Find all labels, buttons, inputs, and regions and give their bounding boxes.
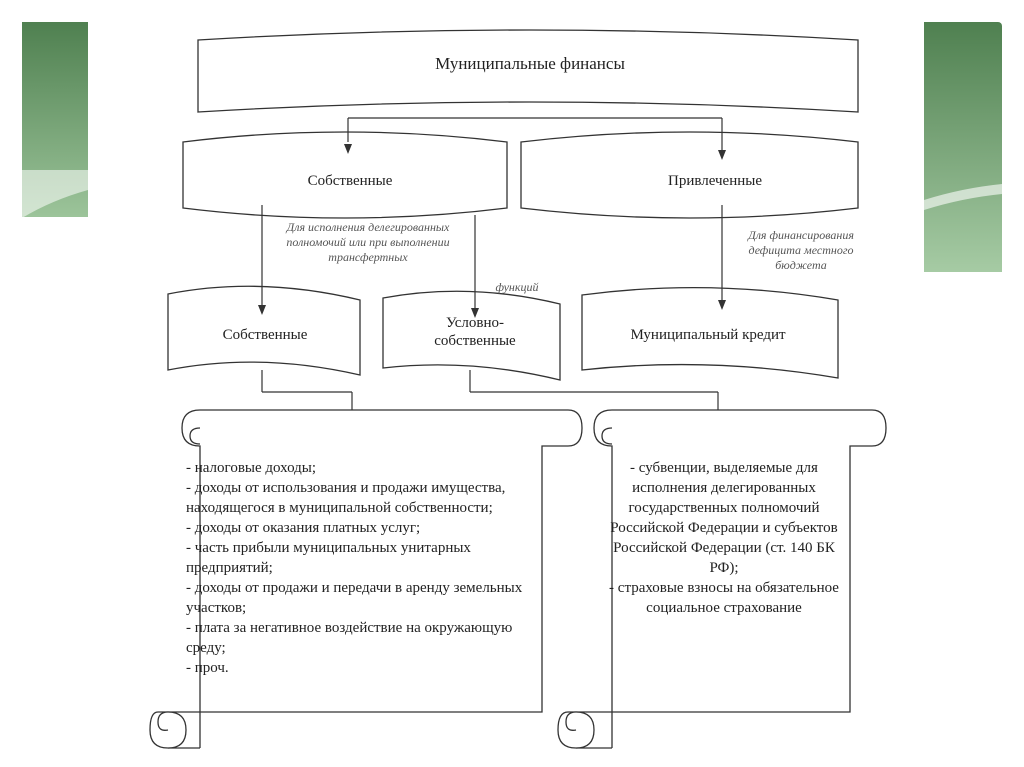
level2-credit-label: Муниципальный кредит — [630, 327, 786, 343]
list-item: - страховые взносы на обязательное социа… — [609, 580, 839, 616]
credit-banner — [581, 286, 839, 379]
list-item: - доходы от продажи и передачи в аренду … — [186, 580, 523, 616]
level2-own-label: Собственные — [222, 327, 308, 343]
left-scroll — [149, 409, 583, 749]
level1-own-label: Собственные — [307, 173, 393, 189]
green-bar-right — [924, 22, 1002, 272]
conditional-banner — [382, 290, 561, 381]
left-scroll-list: - налоговые доходы; - доходы от использо… — [186, 458, 536, 678]
list-item: - доходы от оказания платных услуг; — [186, 520, 421, 536]
note-delegated: Для исполнения делегированных полномочий… — [286, 220, 450, 264]
list-item: - налоговые доходы; — [186, 460, 317, 476]
list-item: - часть прибыли муниципальных унитарных … — [186, 540, 471, 576]
title-label: Муниципальные финансы — [435, 54, 625, 73]
level1-borrowed-label: Привлеченные — [667, 173, 762, 189]
right-scroll — [557, 409, 887, 749]
borrowed-banner — [520, 131, 859, 219]
note-deficit: Для финансирования дефицита местного бюд… — [748, 228, 854, 272]
green-bar-swoosh — [22, 170, 1002, 218]
list-item: - доходы от использования и продажи имущ… — [186, 480, 506, 516]
list-item: - проч. — [186, 660, 229, 676]
own-banner — [182, 131, 508, 219]
own2-banner — [167, 285, 361, 376]
list-item: - плата за негативное воздействие на окр… — [186, 620, 513, 656]
note-functions: функций — [495, 280, 539, 294]
right-scroll-list: - субвенции, выделяемые для исполнения д… — [606, 458, 842, 618]
title-banner — [197, 29, 859, 113]
list-item: - субвенции, выделяемые для исполнения д… — [610, 460, 838, 576]
level2-conditional-label: Условно-собственные — [434, 315, 516, 349]
